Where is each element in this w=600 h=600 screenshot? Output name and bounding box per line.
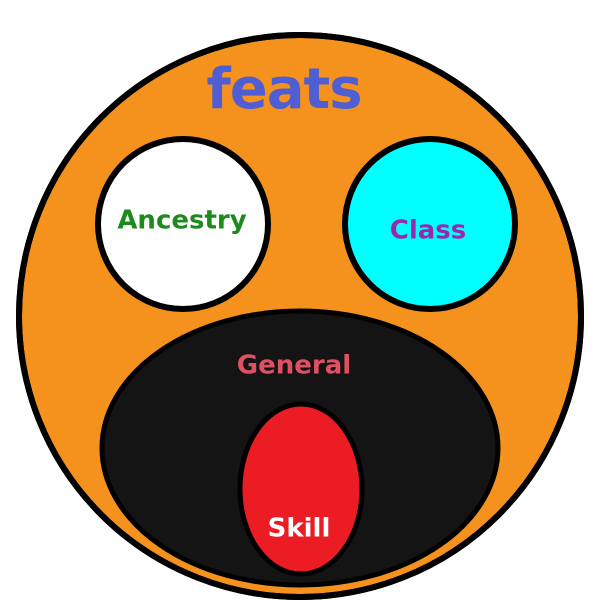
ancestry-circle bbox=[95, 136, 271, 312]
feats-outer-border bbox=[16, 32, 584, 600]
ancestry-label: Ancestry bbox=[117, 206, 246, 236]
skill-label: Skill bbox=[268, 514, 331, 544]
feats-title: feats bbox=[206, 57, 361, 122]
skill-region bbox=[237, 401, 365, 577]
class-circle bbox=[342, 136, 518, 312]
class-label: Class bbox=[390, 216, 467, 246]
general-label: General bbox=[237, 351, 351, 381]
